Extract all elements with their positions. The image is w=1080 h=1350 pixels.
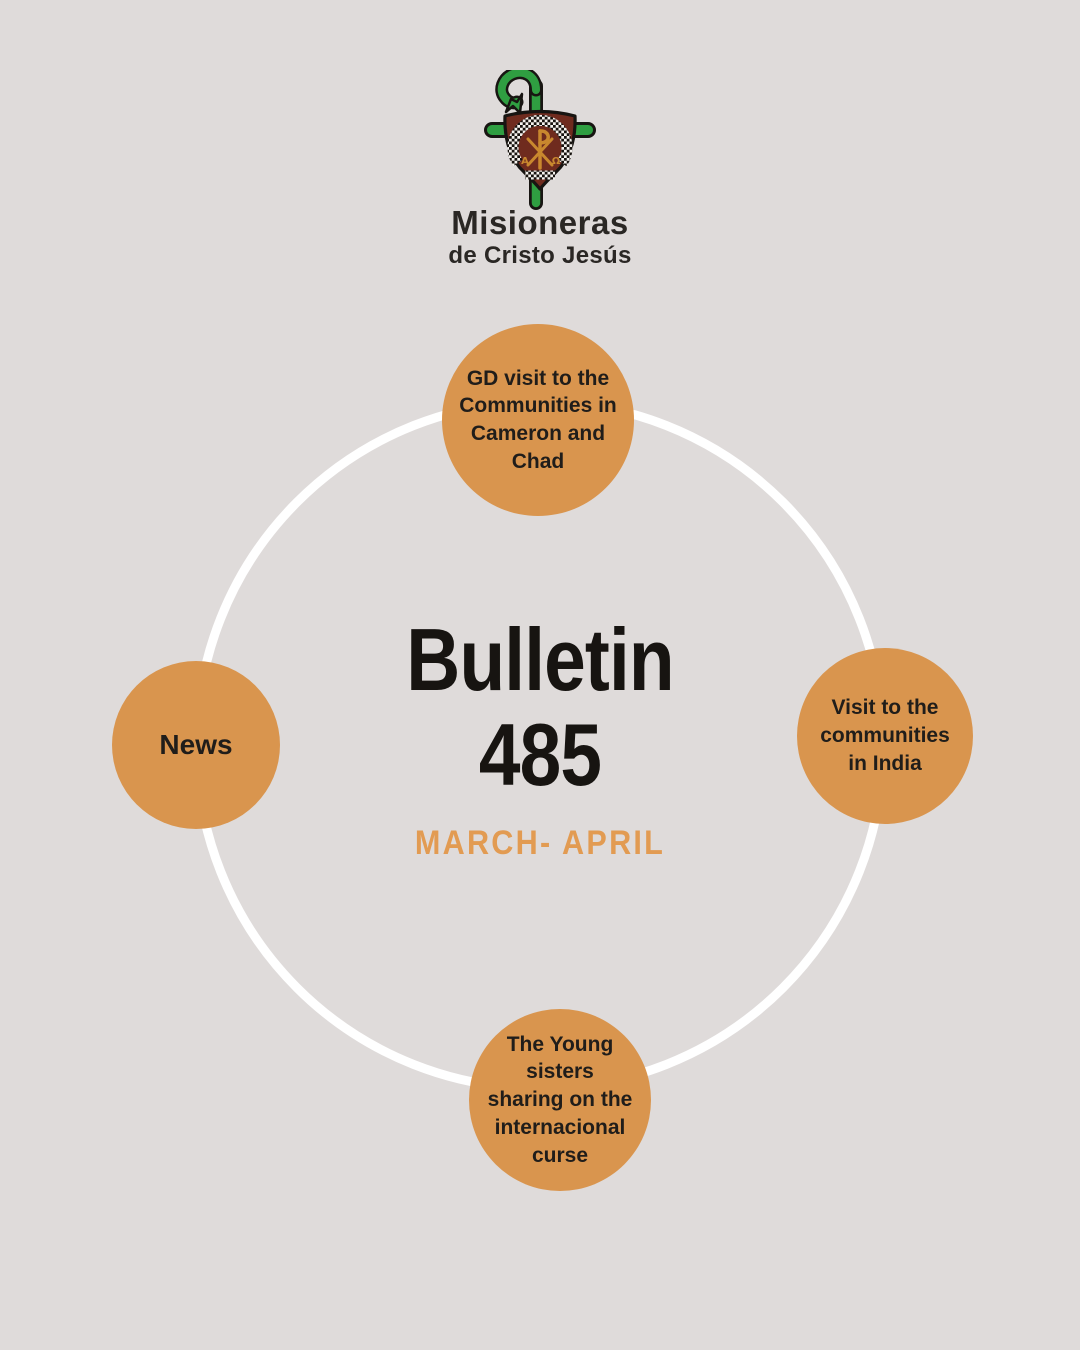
topic-bubble-news: News — [112, 661, 280, 829]
bulletin-title-word: Bulletin — [406, 610, 674, 709]
logo: A Ω Misioneras de Cristo Jesús — [0, 70, 1080, 268]
alpha-letter: A — [521, 156, 529, 167]
topic-label: News — [159, 728, 233, 760]
topic-label: Visit to the communities in India — [820, 696, 950, 775]
topic-label: The Young sisters sharing on the interna… — [487, 1032, 633, 1167]
chi-rho-icon: A Ω — [521, 129, 561, 170]
topic-bubble-gd-visit-cameron-chad: GD visit to the Communities in Cameron a… — [442, 324, 634, 516]
bulletin-period: MARCH- APRIL — [414, 824, 666, 862]
logo-title: Misioneras — [451, 204, 629, 241]
bulletin-title: Bulletin 485 — [81, 612, 999, 802]
bulletin-number: 485 — [478, 705, 602, 805]
crozier-cross-shield-emblem-icon: A Ω — [484, 70, 596, 210]
omega-letter: Ω — [552, 156, 561, 167]
logo-subtitle: de Cristo Jesús — [448, 241, 632, 269]
topic-label: GD visit to the Communities in Cameron a… — [459, 366, 617, 473]
topic-bubble-young-sisters: The Young sisters sharing on the interna… — [469, 1009, 651, 1191]
topic-bubble-visit-india: Visit to the communities in India — [797, 648, 973, 824]
